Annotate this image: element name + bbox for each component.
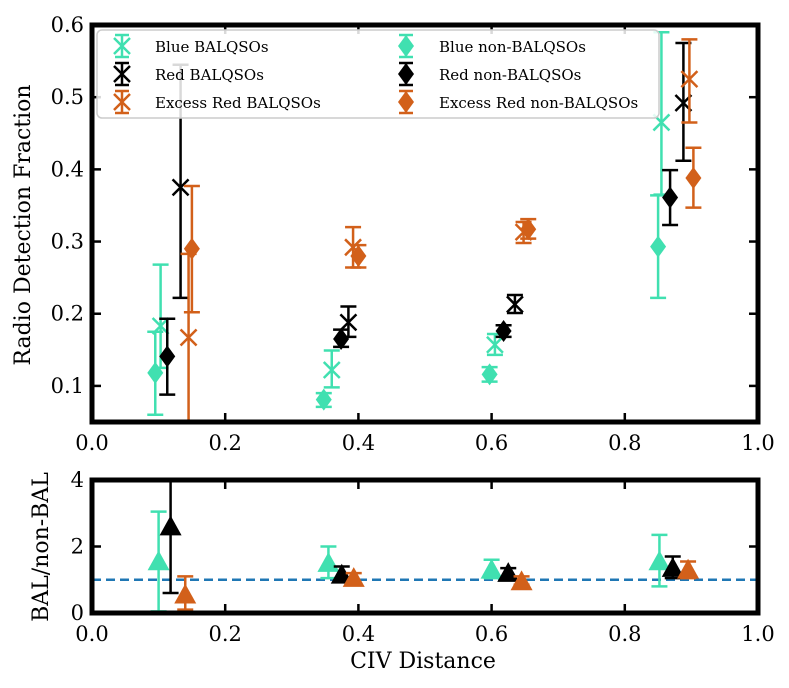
blue-ratio-point	[648, 550, 671, 571]
x-tick-label: 0.0	[75, 431, 108, 455]
excess-red-non-balqsos-point	[685, 167, 702, 190]
y-tick-label: 0.6	[51, 13, 84, 37]
x-tick-label: 0.2	[208, 431, 241, 455]
x-tick-label: 0.2	[208, 622, 241, 646]
black-ratio-point	[330, 563, 353, 584]
top-ylabel: Radio Detection Fraction	[11, 84, 36, 365]
blue-ratio-point	[317, 552, 340, 572]
legend-marker	[113, 37, 131, 55]
x-tick-label: 0.4	[342, 622, 375, 646]
blue-non-balqsos-point	[650, 235, 667, 258]
red-balqsos-point	[339, 313, 358, 332]
red-non-balqsos-point	[495, 320, 512, 343]
legend-marker	[398, 63, 414, 85]
legend-box	[96, 29, 660, 119]
orange-ratio-point	[342, 567, 365, 587]
orange-ratio-point	[510, 570, 533, 591]
x-tick-label: 0.0	[75, 622, 108, 646]
y-tick-label: 4	[71, 468, 84, 492]
y-tick-label: 0	[71, 601, 84, 625]
excess-red-balqsos-point	[179, 328, 198, 347]
bottom-ylabel: BAL/non-BAL	[29, 472, 54, 622]
blue-balqsos-point	[486, 335, 504, 354]
x-tick-label: 1.0	[741, 431, 774, 455]
x-tick-label: 1.0	[741, 622, 774, 646]
orange-ratio-point	[677, 558, 700, 579]
plot-frame	[89, 22, 761, 425]
legend-marker	[398, 91, 414, 113]
blue-non-balqsos-point	[147, 361, 164, 384]
blue-non-balqsos-point	[315, 388, 332, 411]
red-non-balqsos-point	[662, 186, 679, 209]
blue-balqsos-point	[322, 361, 341, 379]
x-tick-label: 0.4	[342, 431, 375, 455]
excess-red-non-balqsos-point	[350, 244, 367, 267]
legend-label: Red non-BALQSOs	[439, 66, 581, 84]
blue-ratio-point	[147, 550, 170, 571]
x-tick-label: 0.8	[608, 431, 641, 455]
legend-label: Excess Red BALQSOs	[155, 94, 321, 112]
red-non-balqsos-point	[159, 345, 176, 368]
legend-marker	[113, 93, 131, 111]
black-ratio-point	[497, 562, 520, 582]
excess-red-non-balqsos-point	[520, 218, 537, 241]
y-tick-label: 0.5	[51, 85, 84, 109]
x-tick-label: 0.6	[475, 431, 508, 455]
y-tick-label: 0.3	[51, 230, 84, 254]
bottom-panel: 0.0 0.2 0.4 0.6 0.8 1.0 0 2 4	[71, 468, 775, 646]
blue-non-balqsos-point	[481, 363, 498, 386]
legend-label: Red BALQSOs	[155, 66, 264, 84]
y-tick-label: 2	[71, 535, 84, 559]
plot-frame	[89, 477, 761, 616]
orange-ratio-point	[174, 583, 197, 604]
x-tick-label: 0.8	[608, 622, 641, 646]
red-non-balqsos-point	[333, 327, 350, 350]
legend-label: Blue non-BALQSOs	[439, 38, 586, 56]
x-tick-label: 0.6	[475, 622, 508, 646]
y-tick-label: 0.1	[51, 374, 84, 398]
y-tick-label: 0.2	[51, 302, 84, 326]
excess-red-non-balqsos-point	[183, 237, 200, 260]
black-ratio-point	[159, 515, 182, 536]
red-balqsos-point	[171, 178, 190, 197]
excess-red-balqsos-point	[680, 70, 699, 89]
legend-marker	[113, 65, 131, 83]
blue-ratio-point	[480, 558, 503, 579]
xlabel: CIV Distance	[350, 649, 496, 674]
legend-label: Blue BALQSOs	[155, 38, 269, 56]
legend-marker	[398, 35, 414, 57]
red-balqsos-point	[506, 295, 524, 314]
y-tick-label: 0.4	[51, 157, 84, 181]
data-layer	[147, 480, 700, 613]
legend-label: Excess Red non-BALQSOs	[439, 94, 638, 112]
black-ratio-point	[661, 557, 684, 577]
